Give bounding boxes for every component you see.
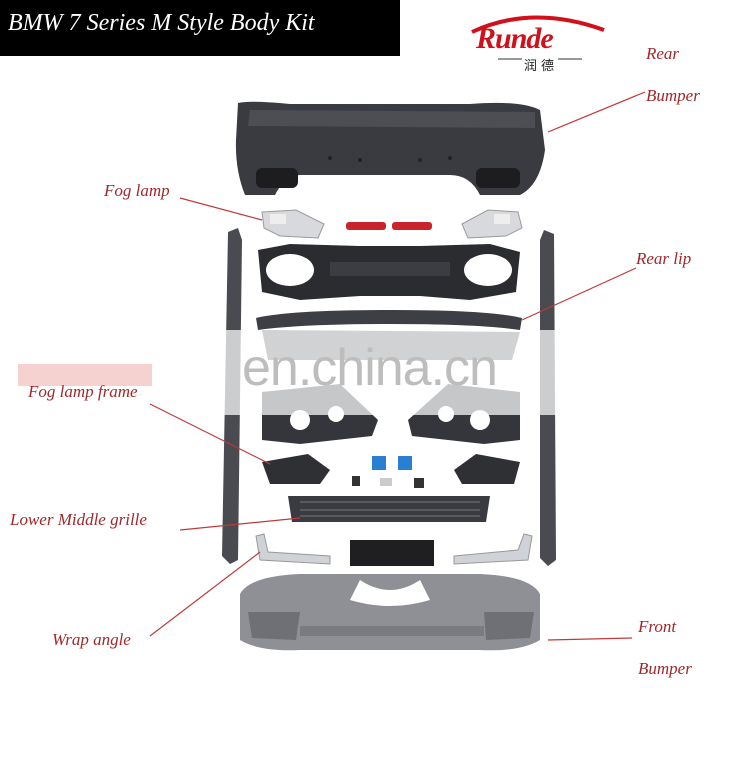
rear-bumper-part — [235, 101, 545, 195]
label-rear-lip: Rear lip — [636, 249, 692, 268]
logo-subtitle: 润德 — [524, 59, 559, 74]
reflector-left — [346, 222, 386, 230]
rear-fog-lamp-left — [261, 209, 325, 239]
label-lower-middle-grille: Lower Middle grille — [10, 510, 147, 529]
rear-fog-lamp-right — [461, 209, 523, 239]
title-banner: BMW 7 Series M Style Body Kit — [0, 0, 400, 56]
label-wrap-angle: Wrap angle — [52, 630, 131, 649]
leader-lines — [149, 91, 646, 641]
license-plate-holder — [350, 540, 434, 566]
fog-lamp-frame-right — [454, 454, 520, 484]
label-rear-bumper: Bumper — [646, 86, 700, 105]
lower-middle-grille-part — [288, 496, 490, 522]
tow-cap-left — [372, 456, 386, 470]
rear-lip-part — [256, 310, 522, 330]
watermark-bar — [18, 364, 152, 386]
brand-logo: Runde 润德 — [462, 10, 612, 74]
label-fog-lamp-frame: Fog lamp frame — [28, 382, 138, 401]
label-fog-lamp: Fog lamp — [104, 181, 170, 200]
label-front: Front — [638, 617, 677, 636]
page-title: BMW 7 Series M Style Body Kit — [8, 10, 315, 36]
rear-diffuser-part — [258, 244, 520, 300]
label-rear: Rear — [646, 44, 680, 63]
tow-cap-right — [398, 456, 412, 470]
wrap-angle-left — [255, 533, 331, 565]
logo-swoosh-icon — [471, 15, 605, 60]
reflector-right — [392, 222, 432, 230]
fog-lamp-frame-left — [262, 454, 330, 484]
watermark-text: en.china.cn — [242, 339, 498, 397]
watermark: en.china.cn — [222, 330, 567, 415]
wrap-angle-right — [453, 533, 533, 565]
front-bumper-part — [240, 574, 540, 651]
label-front-bumper: Bumper — [638, 659, 692, 678]
logo-brand-text: Runde — [476, 22, 554, 55]
